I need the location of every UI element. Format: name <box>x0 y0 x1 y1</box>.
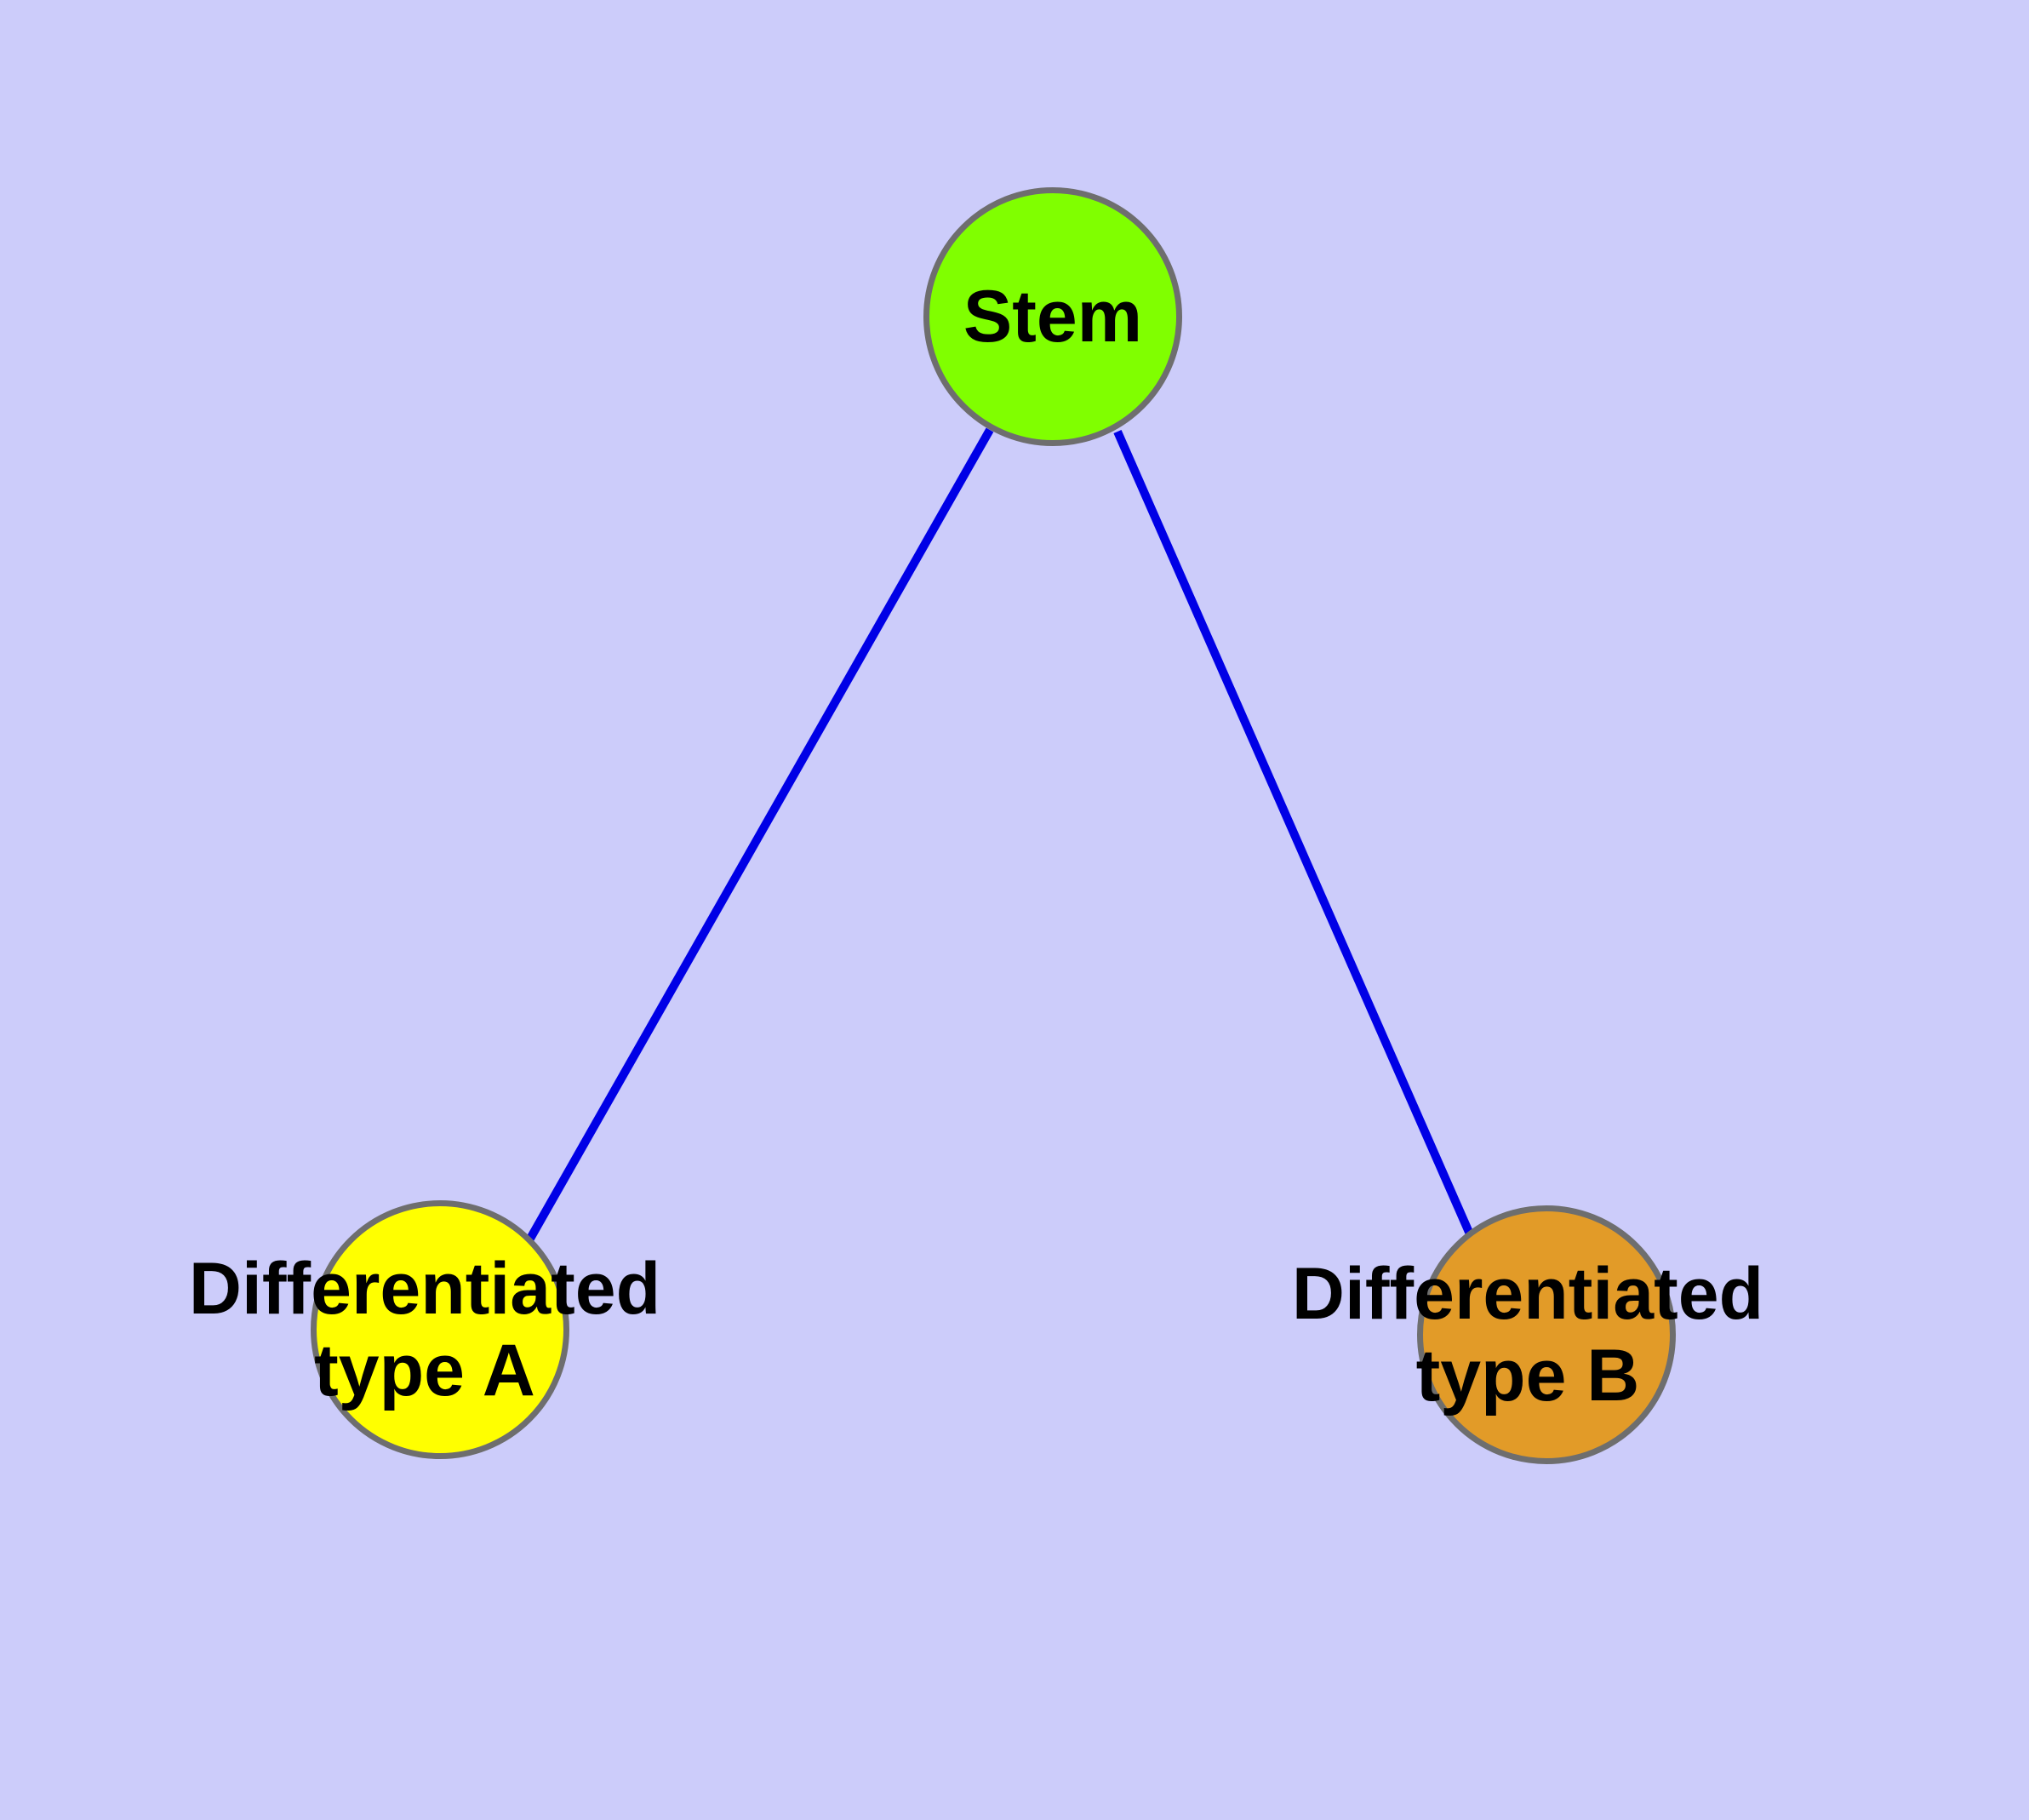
label-line: Differentiated <box>189 1248 660 1330</box>
node-layer <box>311 187 1676 1464</box>
label-line: Differentiated <box>1292 1253 1763 1335</box>
label-line: type B <box>1416 1335 1640 1417</box>
edge-layer <box>526 427 1475 1241</box>
graph-node-stem[interactable] <box>923 187 1182 446</box>
label-line: Stem <box>963 276 1142 358</box>
graph-node-diff-b[interactable] <box>1417 1205 1676 1464</box>
graph-edge-stem-to-diff-b[interactable] <box>1113 429 1475 1239</box>
label-line: type A <box>314 1330 535 1411</box>
graph-node-label-stem: Stem <box>963 276 1142 358</box>
graph-edge-stem-to-diff-a[interactable] <box>526 427 994 1241</box>
graph-node-diff-a[interactable] <box>311 1200 569 1459</box>
